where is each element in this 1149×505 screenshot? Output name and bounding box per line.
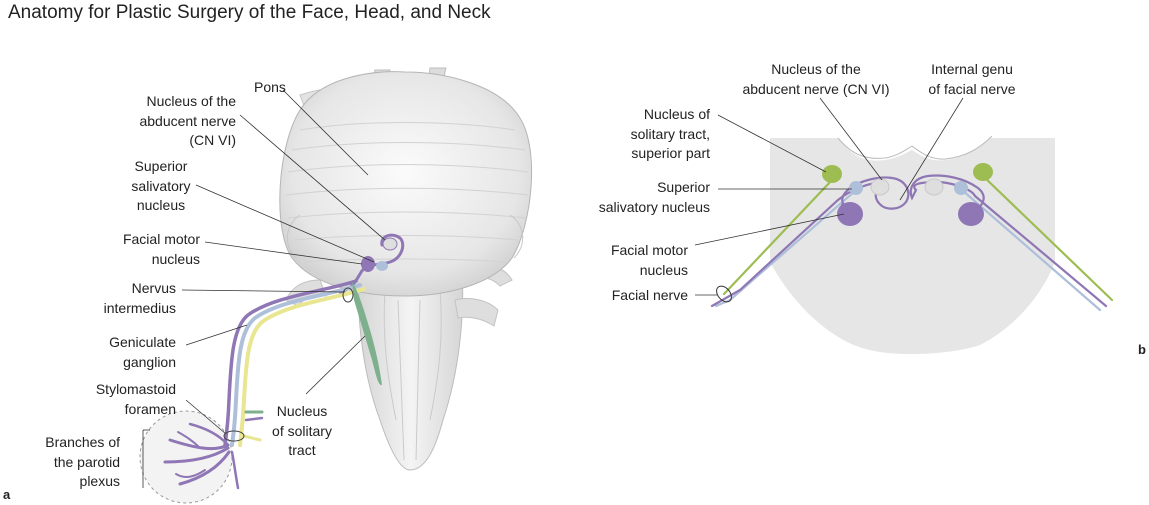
abducent-nucleus-right [924, 178, 944, 196]
page-title: Anatomy for Plastic Surgery of the Face,… [8, 2, 491, 23]
parotid-region-outline [139, 410, 233, 504]
brainstem-cross-section [770, 138, 1055, 354]
abducent-nucleus-a [382, 237, 398, 251]
panel-letter-a: a [3, 487, 11, 502]
superior-salivatory-nucleus-a [376, 261, 388, 271]
solitary-nucleus-right [973, 163, 993, 181]
stylomastoid-marker [223, 430, 245, 442]
facial-nerve-pathway-a [163, 233, 405, 490]
brainstem-illustration [279, 67, 533, 471]
facial-motor-nucleus-left [837, 202, 863, 226]
leader-lines-b [694, 97, 964, 296]
nervus-intermedius-marker [342, 287, 354, 303]
solitary-tract-nucleus-a [352, 282, 382, 386]
facial-nerve-marker-b [716, 285, 732, 303]
label-facial-nerve-b: Facial nerve [611, 287, 688, 303]
leader-lines-a [142, 89, 386, 488]
solitary-nucleus-left [822, 165, 842, 183]
fourth-ventricle-floor [837, 135, 993, 160]
facial-motor-nucleus-a [361, 256, 375, 272]
abducent-nucleus-left [870, 178, 890, 196]
salivatory-nucleus-right [954, 181, 968, 195]
facial-motor-nucleus-right [958, 202, 984, 226]
panel-letter-b: b [1138, 342, 1146, 357]
label-pons: Pons [254, 79, 286, 95]
salivatory-nucleus-left [849, 181, 863, 195]
